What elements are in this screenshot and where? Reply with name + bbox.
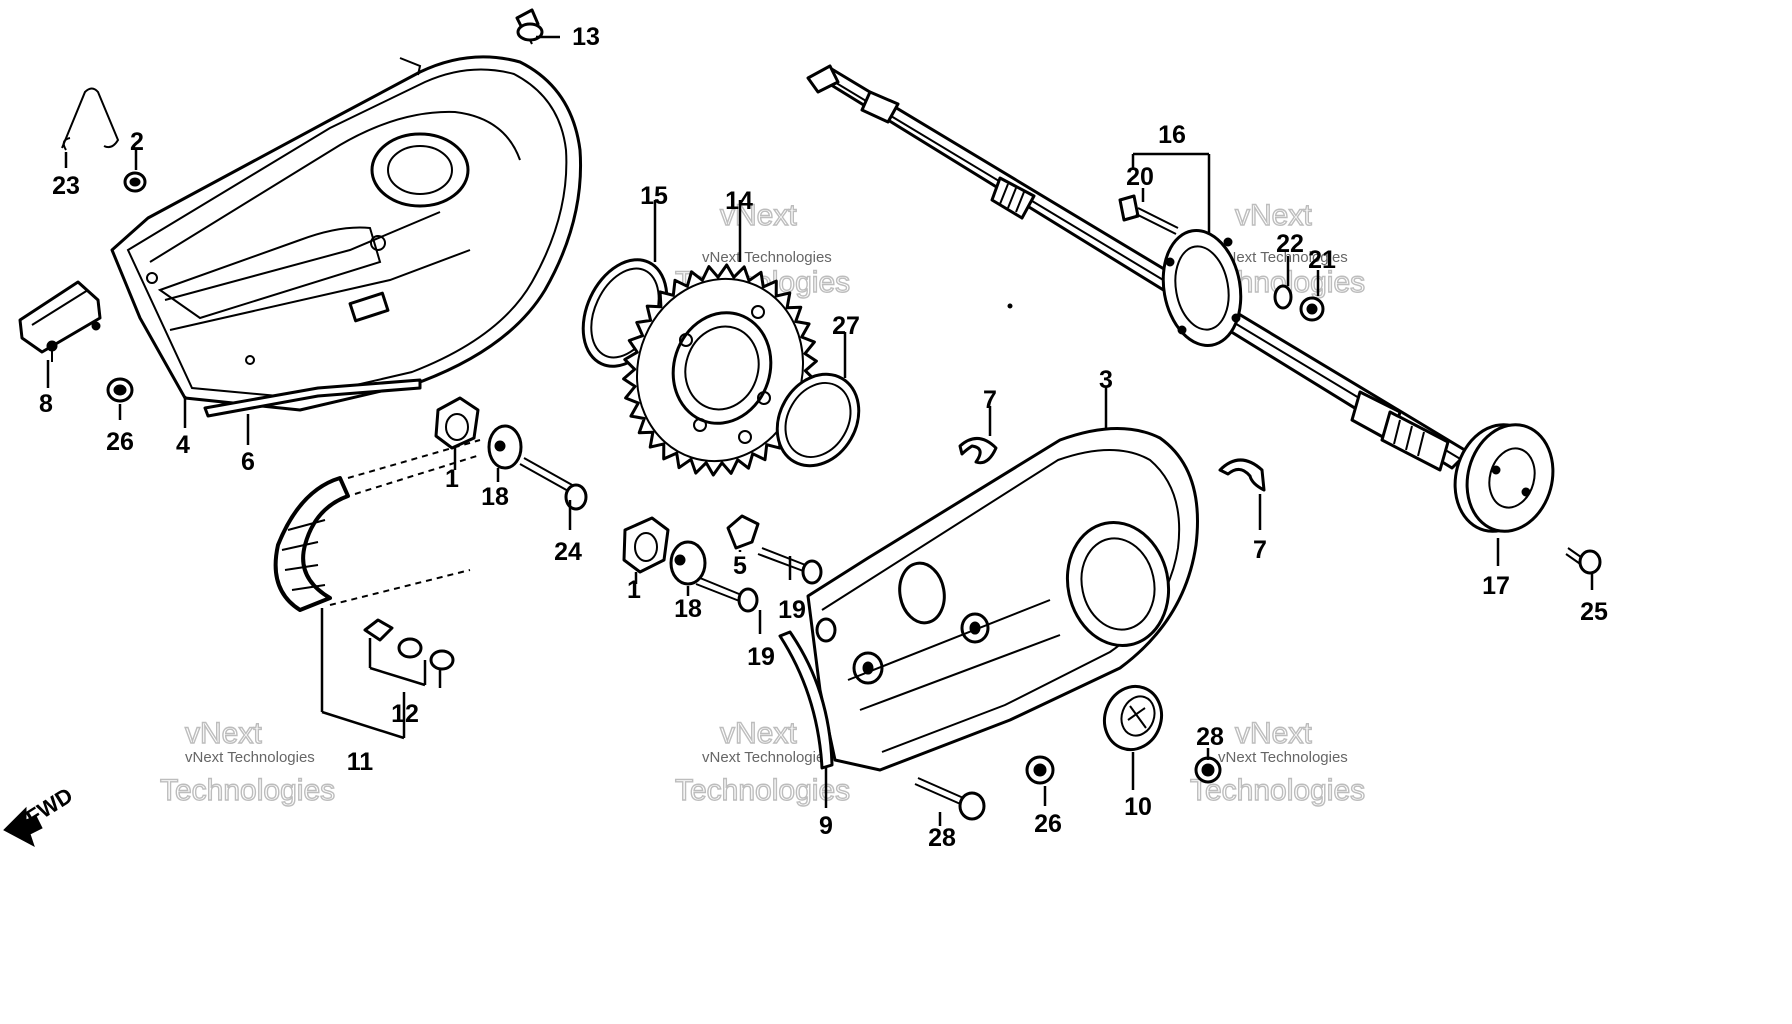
nut-28 [1194, 756, 1222, 784]
callout-12: 12 [391, 700, 419, 728]
callout-numbers: 1 1 2 3 4 5 6 7 7 8 9 10 11 12 13 14 15 … [39, 23, 1608, 852]
wire-clip [61, 87, 120, 151]
washer-18-upper [487, 424, 523, 470]
washer-22 [1273, 284, 1293, 310]
bolt-20 [1118, 194, 1179, 235]
callout-26-left: 26 [106, 428, 134, 456]
callout-3: 3 [1099, 366, 1113, 394]
callout-21: 21 [1308, 246, 1336, 274]
callout-24: 24 [554, 538, 582, 566]
callout-26-center: 26 [1034, 810, 1062, 838]
callout-19-lower: 19 [747, 643, 775, 671]
watermark-bottom-center: vNext vNext Technologies Technologies [674, 716, 851, 807]
watermark-brand: vNext [1235, 717, 1312, 750]
callout-23: 23 [52, 172, 80, 200]
chain-case-cover-right [806, 426, 1199, 772]
clip-7-lower [1218, 458, 1266, 492]
watermark-brand: vNext [720, 717, 797, 750]
roller-bushing-lower [622, 516, 670, 574]
nut-26-left [106, 377, 134, 403]
watermark-text: vNext Technologies [1218, 249, 1348, 266]
watermark-bottom-right: vNext vNext Technologies Technologies [1189, 716, 1366, 807]
callout-7-upper: 7 [983, 386, 997, 414]
watermark-big: Technologies [1190, 774, 1365, 807]
callout-1-upper: 1 [445, 465, 459, 493]
callout-28-nut: 28 [1196, 723, 1224, 751]
callout-6: 6 [241, 448, 255, 476]
forward-direction-indicator: FWD [3, 782, 77, 848]
watermark-big: Technologies [675, 774, 850, 807]
watermark-text: vNext Technologies [702, 249, 832, 266]
callout-7-lower: 7 [1253, 536, 1267, 564]
callout-19-upper: 19 [778, 596, 806, 624]
callout-25: 25 [1580, 598, 1608, 626]
watermark-text: vNext Technologies [1218, 749, 1348, 766]
watermark-big: Technologies [160, 774, 335, 807]
arrow-left-icon [3, 806, 43, 848]
callout-15: 15 [640, 182, 668, 210]
callout-18-upper: 18 [481, 483, 509, 511]
callout-20: 20 [1126, 163, 1154, 191]
callout-4: 4 [176, 431, 190, 459]
callout-13: 13 [572, 23, 600, 51]
clip-7-upper [958, 437, 998, 465]
callout-9: 9 [819, 812, 833, 840]
roller-bushing-upper [434, 396, 480, 450]
bolt-25 [1565, 547, 1602, 575]
bolt-19-lower [695, 577, 759, 613]
bolt-19-upper [757, 547, 823, 585]
bolt-28 [914, 777, 986, 821]
callout-16: 16 [1158, 121, 1186, 149]
callout-10: 10 [1124, 793, 1152, 821]
chain-link-clips [363, 618, 455, 671]
slider-block [18, 280, 102, 362]
watermark-brand: vNext [185, 717, 262, 750]
sprocket-14 [622, 263, 818, 477]
wheel-hub-17 [1453, 423, 1555, 533]
bolt-13 [515, 8, 544, 45]
callout-17: 17 [1482, 572, 1510, 600]
nut-2 [123, 171, 147, 193]
rear-axle [806, 64, 1470, 472]
callout-14: 14 [725, 187, 753, 215]
callout-27: 27 [832, 312, 860, 340]
nut-21 [1299, 296, 1325, 322]
cover-seal-strip [778, 630, 834, 770]
watermark-text: vNext Technologies [185, 749, 315, 766]
callout-28-bolt: 28 [928, 824, 956, 852]
drive-chain [273, 439, 481, 612]
watermark-bottom-left: vNext vNext Technologies Technologies [159, 716, 336, 807]
watermark-brand: vNext [720, 199, 797, 232]
callout-5: 5 [733, 552, 747, 580]
callout-2: 2 [130, 128, 144, 156]
bolt-24 [519, 457, 588, 511]
callout-11: 11 [347, 748, 374, 776]
stray-dot [1007, 303, 1013, 309]
washer-18-lower [669, 540, 707, 586]
watermark-brand: vNext [1235, 199, 1312, 232]
chain-case-left [110, 55, 583, 412]
snap-ring-27 [775, 372, 861, 468]
cap-10 [1103, 684, 1163, 752]
nut-26-center [1025, 755, 1055, 785]
collar-5 [726, 514, 760, 550]
callout-8: 8 [39, 390, 53, 418]
callout-22: 22 [1276, 230, 1304, 258]
callout-1-lower: 1 [627, 576, 641, 604]
watermark-text: vNext Technologies [702, 749, 832, 766]
callout-18-lower: 18 [674, 595, 702, 623]
chain-case-seal-strip [203, 378, 422, 418]
leader-lines [46, 35, 1594, 826]
fwd-label: FWD [21, 782, 77, 830]
